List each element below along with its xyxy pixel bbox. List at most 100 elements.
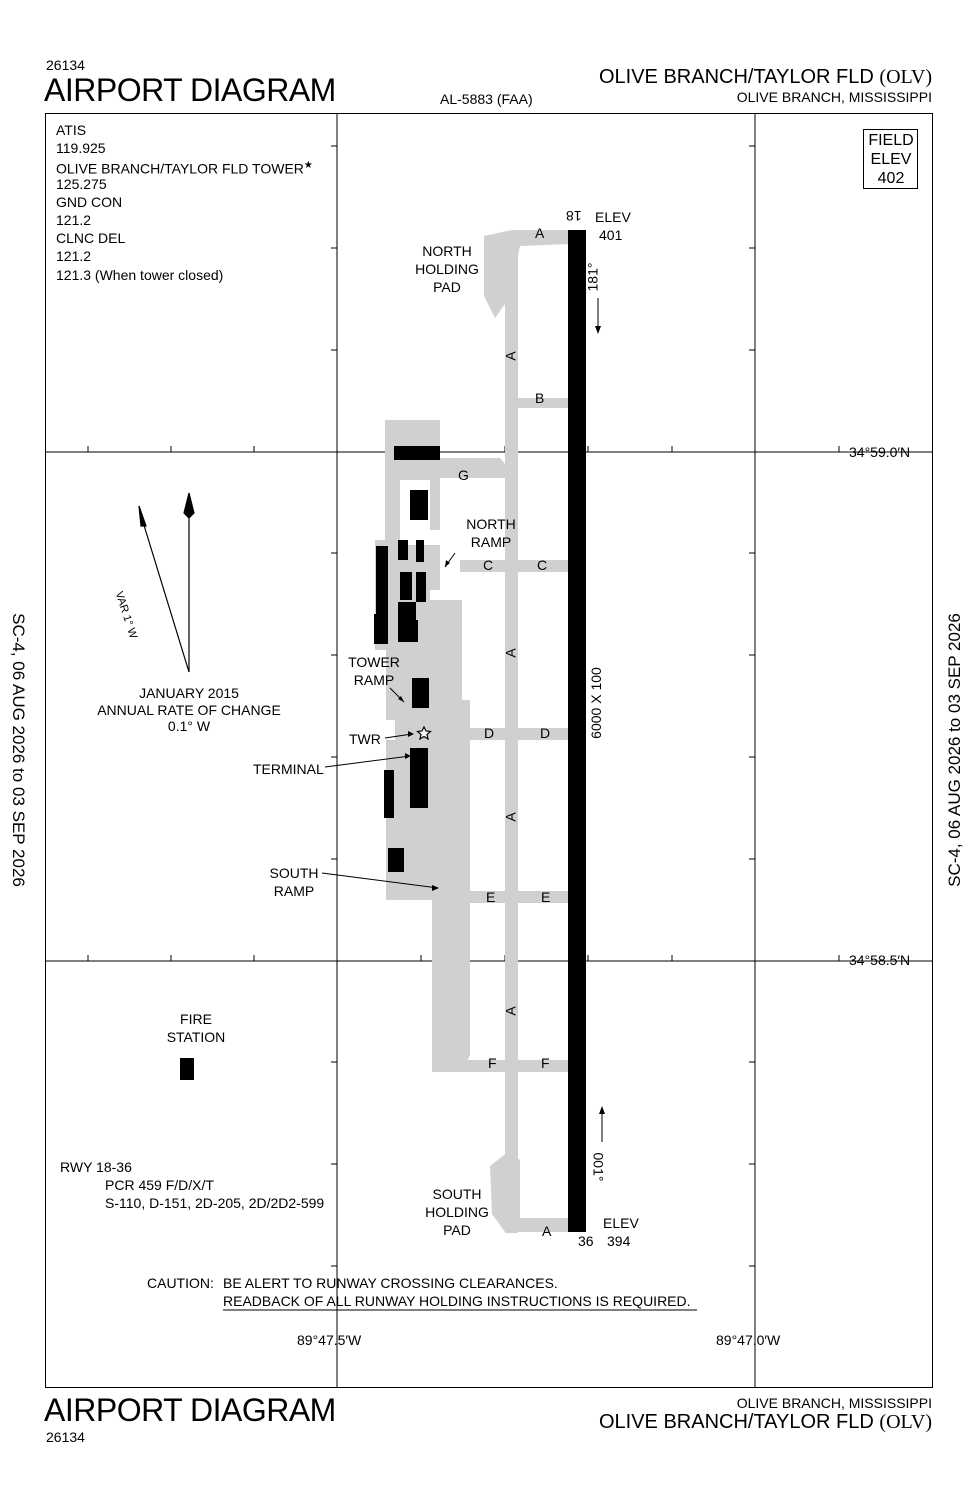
- apron-and-taxiway-surfaces: [375, 230, 578, 1233]
- latitude-label-north: 34°59.0′N: [849, 444, 911, 460]
- label-line: STATION: [166, 1029, 226, 1045]
- building-fire-station: [180, 1058, 194, 1080]
- clearance-delivery-frequency-alt: 121.3 (When tower closed): [56, 267, 224, 283]
- taxiway-f-label: F: [541, 1055, 550, 1071]
- chart-title-bottom: AIRPORT DIAGRAM: [44, 1392, 336, 1428]
- taxiway-c-connector: [460, 560, 578, 572]
- building: [376, 546, 388, 614]
- runway-18-elevation: 401: [599, 227, 623, 243]
- taxiway-a-label: A: [502, 812, 519, 822]
- building-terminal: [410, 748, 428, 808]
- caution-line-1: BE ALERT TO RUNWAY CROSSING CLEARANCES.: [223, 1275, 558, 1291]
- building: [384, 770, 394, 818]
- north-holding-pad-label: NORTH HOLDING PAD: [397, 242, 497, 296]
- building: [408, 620, 418, 642]
- airport-name: OLIVE BRANCH/TAYLOR FLD: [598, 66, 874, 88]
- label-line: PAD: [443, 1222, 471, 1238]
- building: [400, 572, 412, 600]
- document-id: AL-5883 (FAA): [440, 91, 533, 107]
- variation-rate-value: 0.1° W: [167, 718, 211, 734]
- building-tower-ramp: [412, 678, 429, 708]
- runway-36-elevation: 394: [607, 1233, 631, 1249]
- runway-info-id: RWY 18-36: [60, 1159, 132, 1175]
- effective-dates-right: SC-4, 06 AUG 2026 to 03 SEP 2026: [945, 613, 964, 887]
- label-line: SOUTH: [269, 865, 319, 881]
- taxiway-a-label: A: [542, 1223, 552, 1239]
- label-line: RAMP: [353, 672, 395, 688]
- magnetic-variation-diagram: [138, 492, 195, 673]
- south-holding-pad: [490, 1152, 575, 1232]
- clearance-delivery-label: CLNC DEL: [56, 230, 126, 246]
- runway-18-heading: 181°: [584, 262, 601, 292]
- tower-frequency: 125.275: [56, 176, 107, 192]
- building: [374, 614, 388, 644]
- effective-dates-left: SC-4, 06 AUG 2026 to 03 SEP 2026: [9, 613, 28, 887]
- label-line: RAMP: [273, 883, 315, 899]
- label-line: RAMP: [470, 534, 512, 550]
- terminal-label: TERMINAL: [253, 761, 324, 777]
- airport-id: (OLV): [879, 1411, 932, 1433]
- chart-title-top: AIRPORT DIAGRAM: [44, 72, 336, 108]
- taxiway-d-connector: [460, 728, 578, 740]
- caution-label: CAUTION:: [147, 1275, 214, 1291]
- label-line: SOUTH: [432, 1186, 482, 1202]
- taxiway-d-label: D: [484, 725, 495, 741]
- taxiway-b-label: B: [535, 390, 545, 406]
- runway-36-elevation-label: ELEV: [603, 1215, 639, 1231]
- taxiway-e-label: E: [486, 889, 496, 905]
- taxiway-c-label: C: [537, 557, 548, 573]
- ground-control-frequency: 121.2: [56, 212, 92, 228]
- south-ramp-label: SOUTH RAMP: [254, 864, 334, 900]
- building: [398, 540, 408, 560]
- label-line: TOWER: [348, 654, 400, 670]
- clearance-delivery-frequency: 121.2: [56, 248, 92, 264]
- atis-frequency: 119.925: [56, 140, 106, 156]
- taxiway-b-connector: [508, 398, 578, 408]
- buildings: [180, 446, 440, 1080]
- city-state-bottom: OLIVE BRANCH, MISSISSIPPI: [736, 1395, 932, 1411]
- runway-dimensions: 6000 X 100: [587, 667, 604, 739]
- runway-info-pcr: PCR 459 F/D/X/T: [105, 1177, 214, 1193]
- part-time-star-icon: ★: [303, 160, 313, 171]
- city-state-top: OLIVE BRANCH, MISSISSIPPI: [736, 89, 932, 105]
- label-line: NORTH: [422, 243, 472, 259]
- field-elevation-value: 402: [877, 170, 905, 187]
- tower-name: OLIVE BRANCH/TAYLOR FLD TOWER: [56, 160, 304, 177]
- taxiway-g: [440, 458, 510, 478]
- north-ramp-label: NORTH RAMP: [451, 515, 531, 551]
- airport-id: (OLV): [879, 66, 932, 88]
- taxiway-f-connector: [460, 1060, 578, 1072]
- tower-label: TWR: [349, 731, 381, 747]
- label-line: FIRE: [180, 1011, 212, 1027]
- building-north-hangar: [394, 446, 440, 460]
- heading-arrows: [597, 298, 603, 1142]
- chart-frame: [45, 113, 933, 1388]
- airport-name-top: OLIVE BRANCH/TAYLOR FLD (OLV): [599, 66, 932, 88]
- field-elevation: FIELD ELEV 402: [864, 131, 918, 188]
- taxiway-e-connector: [460, 891, 578, 903]
- runway-info-weights: S-110, D-151, 2D-205, 2D/2D2-599: [105, 1195, 325, 1211]
- runway-18-number: 18: [566, 208, 582, 224]
- runway-36-heading: 001°: [590, 1152, 607, 1182]
- south-holding-pad-label: SOUTH HOLDING PAD: [407, 1185, 507, 1239]
- magnetic-north-line: [142, 521, 190, 673]
- tower-star-icon: [416, 725, 432, 741]
- taxiway-a-label: A: [502, 351, 519, 361]
- fire-station-label: FIRE STATION: [156, 1010, 236, 1046]
- building: [388, 848, 404, 872]
- longitude-label-east: 89°47.0′W: [716, 1332, 781, 1348]
- latitude-label-south: 34°58.5′N: [849, 952, 911, 968]
- taxiway-c-label: C: [483, 557, 494, 573]
- taxiway-a-label: A: [535, 225, 545, 241]
- chart-number-bottom: 26134: [46, 1429, 85, 1445]
- taxiway-d-label: D: [540, 725, 551, 741]
- label-line: HOLDING: [415, 261, 479, 277]
- taxiway-a-label: A: [502, 1006, 519, 1016]
- main-apron: [375, 420, 470, 1072]
- field-elevation-box: [863, 129, 918, 189]
- taxiway-g-label: G: [458, 467, 469, 483]
- north-holding-pad: [484, 230, 570, 318]
- field-elevation-label-1: FIELD: [868, 132, 914, 149]
- building: [416, 540, 424, 562]
